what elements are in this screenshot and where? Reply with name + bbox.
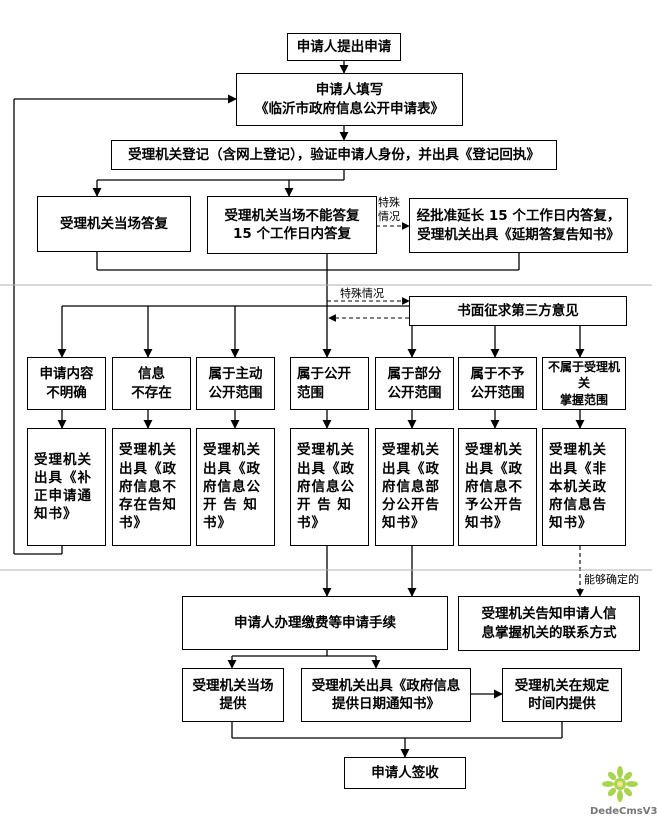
node-active-scope-label: 属于主动 公开范围	[208, 366, 263, 401]
dedecms-logo: DedeCmsV3	[588, 764, 657, 819]
node-not-public-scope: 属于不予 公开范围	[458, 357, 537, 410]
watermark-text: DedeCmsV3	[590, 806, 657, 817]
node-inform-contact-label: 受理机关告知申请人信 息掌握机关的联系方式	[481, 606, 617, 641]
node-notice-partial-label: 受理机关 出具《政 府信息部 分公开告 知书》	[382, 442, 440, 532]
note-special-case-2: 特殊情况	[340, 287, 384, 300]
node-third-party-label: 书面征求第三方意见	[457, 302, 579, 319]
node-extension: 经批准延长 15 个工作日内答复， 受理机关出具《延期答复告知书》	[409, 198, 628, 253]
node-notice-public: 受理机关 出具《政 府信息公 开 告 知 书》	[290, 428, 369, 546]
node-date-notice-label: 受理机关出具《政府信息 提供日期通知书》	[311, 677, 461, 712]
node-reply-on-spot: 受理机关当场答复	[37, 196, 191, 252]
node-register: 受理机关登记（含网上登记），验证申请人身份，并出具《登记回执》	[111, 140, 557, 170]
node-unclear-label: 申请内容 不明确	[39, 366, 94, 401]
node-notice-not-public: 受理机关 出具《政 府信息不 予公开告 知书》	[458, 428, 537, 546]
node-notice-correction: 受理机关 出具《补 正申请通 知书》	[27, 428, 106, 546]
node-notice-public-label: 受理机关 出具《政 府信息公 开 告 知 书》	[297, 442, 355, 532]
node-notice-not-public-label: 受理机关 出具《政 府信息不 予公开告 知书》	[465, 442, 523, 532]
node-partial-scope-label: 属于部分 公开范围	[387, 366, 442, 401]
node-submit-application-label: 申请人提出申请	[296, 38, 392, 55]
node-not-exist: 信息 不存在	[112, 357, 191, 410]
node-reply-on-spot-label: 受理机关当场答复	[60, 215, 168, 232]
node-unclear: 申请内容 不明确	[27, 357, 106, 410]
node-date-notice: 受理机关出具《政府信息 提供日期通知书》	[301, 668, 471, 722]
note-can-determine: 能够确定的	[584, 573, 639, 586]
node-notice-correction-label: 受理机关 出具《补 正申请通 知书》	[34, 451, 92, 523]
node-notice-not-exist-label: 受理机关 出具《政 府信息不 存在告知 书》	[119, 442, 177, 532]
node-notice-active: 受理机关 出具《政 府信息公 开 告 知 书》	[196, 428, 275, 546]
node-active-scope: 属于主动 公开范围	[196, 357, 275, 410]
node-not-exist-label: 信息 不存在	[131, 366, 172, 401]
node-not-this-agency-label: 不属于受理机关 掌握范围	[547, 360, 620, 407]
node-partial-scope: 属于部分 公开范围	[375, 357, 454, 410]
node-notice-not-agency: 受理机关 出具《非 本机关政 府信息告 知书》	[542, 428, 626, 546]
node-notice-not-exist: 受理机关 出具《政 府信息不 存在告知 书》	[112, 428, 191, 546]
node-register-label: 受理机关登记（含网上登记），验证申请人身份，并出具《登记回执》	[128, 146, 540, 163]
node-fill-form: 申请人填写 《临沂市政府信息公开申请表》	[236, 73, 463, 126]
note-special-case-1: 特殊 情况	[378, 196, 400, 224]
node-third-party: 书面征求第三方意见	[409, 296, 627, 326]
node-fill-form-label: 申请人填写 《临沂市政府信息公开申请表》	[255, 82, 444, 117]
node-provide-in-time: 受理机关在规定 时间内提供	[502, 668, 622, 722]
node-notice-not-agency-label: 受理机关 出具《非 本机关政 府信息告 知书》	[549, 442, 607, 532]
node-not-this-agency: 不属于受理机关 掌握范围	[542, 357, 626, 410]
node-provide-in-time-label: 受理机关在规定 时间内提供	[514, 677, 610, 712]
node-public-scope-label: 属于公开 范围	[297, 366, 351, 401]
node-submit-application: 申请人提出申请	[287, 33, 401, 61]
node-notice-partial: 受理机关 出具《政 府信息部 分公开告 知书》	[375, 428, 454, 546]
node-fee-procedures: 申请人办理缴费等申请手续	[182, 596, 448, 650]
node-inform-contact: 受理机关告知申请人信 息掌握机关的联系方式	[458, 596, 640, 651]
node-provide-on-spot-label: 受理机关当场 提供	[192, 677, 274, 712]
flower-icon	[602, 766, 638, 802]
node-provide-on-spot: 受理机关当场 提供	[182, 668, 284, 722]
node-notice-active-label: 受理机关 出具《政 府信息公 开 告 知 书》	[203, 442, 261, 532]
node-fee-procedures-label: 申请人办理缴费等申请手续	[234, 614, 396, 631]
node-reply-15-days-label: 受理机关当场不能答复 15 个工作日内答复	[224, 207, 360, 242]
node-reply-15-days: 受理机关当场不能答复 15 个工作日内答复	[207, 196, 377, 254]
node-receipt: 申请人签收	[344, 757, 466, 789]
node-public-scope: 属于公开 范围	[290, 357, 369, 410]
node-receipt-label: 申请人签收	[371, 764, 439, 781]
node-not-public-scope-label: 属于不予 公开范围	[470, 366, 525, 401]
node-extension-label: 经批准延长 15 个工作日内答复， 受理机关出具《延期答复告知书》	[416, 208, 621, 243]
